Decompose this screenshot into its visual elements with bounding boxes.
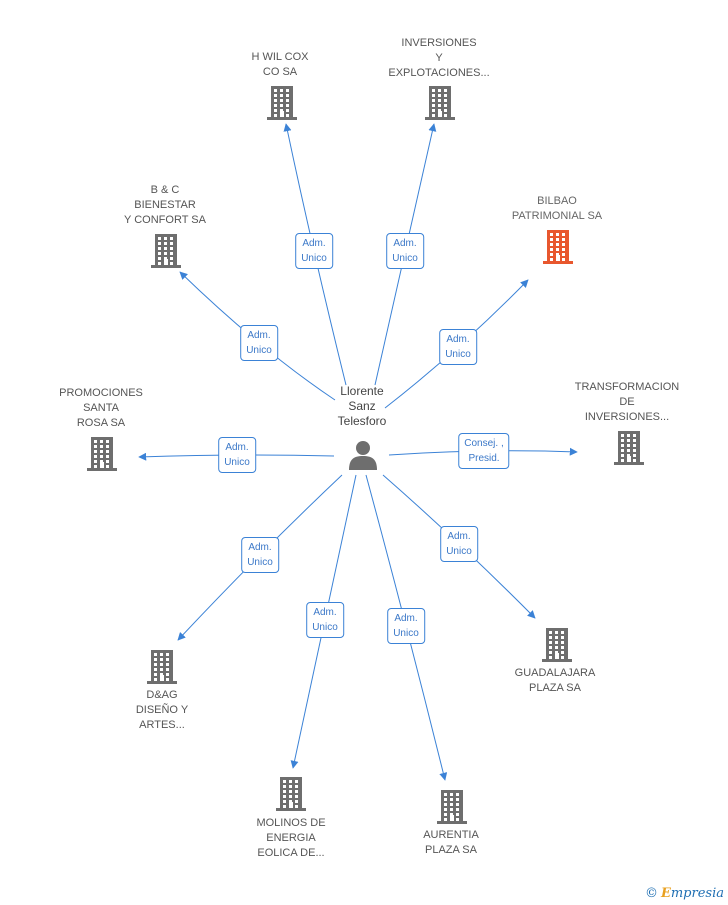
relation-role-line: Adm.: [247, 330, 271, 341]
brand-name: mpresia: [670, 886, 724, 901]
relation-role-line: Adm.: [394, 613, 418, 624]
company-name-line: TRANSFORMACION: [574, 381, 680, 393]
center-person-name[interactable]: Llorente Sanz Telesforo: [338, 384, 387, 429]
building-icon[interactable]: [267, 86, 297, 120]
relation-role-line: Adm.: [447, 531, 471, 542]
building-icon[interactable]: [425, 86, 455, 120]
relation-role-line: Unico: [392, 253, 418, 264]
company-name-dag[interactable]: D&AG DISEÑO Y ARTES...: [136, 688, 188, 733]
relation-role-line: Adm.: [302, 238, 326, 249]
relation-role-line: Adm.: [313, 607, 337, 618]
company-name-line: SANTA: [83, 402, 119, 414]
company-name-promociones[interactable]: PROMOCIONES SANTA ROSA SA: [59, 386, 143, 431]
company-name-line: EXPLOTACIONES...: [388, 67, 490, 79]
company-name-line: BILBAO: [537, 195, 577, 207]
company-name-inversiones[interactable]: INVERSIONES Y EXPLOTACIONES...: [388, 36, 489, 81]
company-name-line: PROMOCIONES: [59, 387, 143, 399]
center-name-line: Sanz: [348, 399, 376, 413]
company-name-bilbao[interactable]: BILBAO PATRIMONIAL SA: [512, 194, 602, 224]
relation-role-line: Unico: [246, 345, 272, 356]
building-icon[interactable]: [151, 234, 181, 268]
company-name-byc[interactable]: B & C BIENESTAR Y CONFORT SA: [124, 183, 206, 228]
buildings-layer: [87, 86, 644, 824]
company-name-line: EOLICA DE...: [257, 847, 325, 859]
relation-role-line: Unico: [393, 628, 419, 639]
company-name-line: AURENTIA: [423, 829, 479, 841]
building-icon[interactable]: [87, 437, 117, 471]
company-name-aurentia[interactable]: AURENTIA PLAZA SA: [423, 828, 479, 858]
company-name-line: ARTES...: [139, 719, 185, 731]
person-icon[interactable]: [348, 440, 378, 470]
company-name-line: PLAZA SA: [529, 682, 581, 694]
company-name-line: D&AG: [146, 689, 178, 701]
relation-role-badge[interactable]: Adm. Unico: [241, 537, 279, 573]
company-name-transformacion[interactable]: TRANSFORMACION DE INVERSIONES...: [575, 380, 680, 425]
company-name-line: DISEÑO Y: [135, 704, 189, 716]
company-name-line: PLAZA SA: [425, 844, 477, 856]
relation-role-line: Adm.: [393, 238, 417, 249]
company-name-line: H WIL COX: [251, 51, 309, 63]
copyright-symbol: ©: [644, 886, 658, 901]
company-name-line: INVERSIONES: [401, 37, 477, 49]
relation-role-badge[interactable]: Adm. Unico: [240, 325, 278, 361]
company-name-line: MOLINOS DE: [256, 817, 326, 829]
company-name-line: Y CONFORT SA: [124, 214, 206, 226]
relation-role-line: Unico: [247, 557, 273, 568]
relation-role-line: Unico: [312, 622, 338, 633]
company-name-line: BIENESTAR: [134, 199, 196, 211]
relation-role-line: Unico: [224, 457, 250, 468]
company-name-guadalajara[interactable]: GUADALAJARA PLAZA SA: [515, 666, 596, 696]
relation-role-badge[interactable]: Adm. Unico: [439, 329, 477, 365]
building-icon[interactable]: [614, 431, 644, 465]
relation-role-line: Adm.: [225, 442, 249, 453]
relation-role-line: Adm.: [248, 542, 272, 553]
relation-role-line: Consej. ,: [464, 438, 504, 449]
company-name-line: ROSA SA: [76, 417, 126, 429]
company-name-line: CO SA: [262, 66, 298, 78]
center-name-line: Llorente: [340, 384, 384, 398]
relation-role-badge[interactable]: Adm. Unico: [440, 526, 478, 562]
relation-role-badge[interactable]: Adm. Unico: [386, 233, 424, 269]
relation-role-badge[interactable]: Consej. , Presid.: [458, 433, 510, 469]
relation-role-badge[interactable]: Adm. Unico: [387, 608, 425, 644]
center-name-line: Telesforo: [337, 414, 387, 428]
building-icon[interactable]: [542, 628, 572, 662]
company-name-line: B & C: [150, 184, 180, 196]
building-icon[interactable]: [147, 650, 177, 684]
footer-brand: ©Empresia: [645, 886, 724, 901]
relation-role-line: Unico: [301, 253, 327, 264]
company-name-line: PATRIMONIAL SA: [511, 210, 603, 222]
company-name-hwilcox[interactable]: H WIL COX CO SA: [251, 50, 308, 80]
company-name-line: DE: [619, 396, 635, 408]
building-icon[interactable]: [437, 790, 467, 824]
relation-role-line: Unico: [446, 546, 472, 557]
company-name-line: Y: [435, 52, 443, 64]
relation-role-line: Unico: [445, 349, 471, 360]
building-icon[interactable]: [276, 777, 306, 811]
brand-initial: E: [660, 886, 671, 901]
company-name-molinos[interactable]: MOLINOS DE ENERGIA EOLICA DE...: [256, 816, 325, 861]
relation-role-line: Adm.: [446, 334, 470, 345]
company-name-line: ENERGIA: [266, 832, 316, 844]
relation-role-line: Presid.: [468, 453, 500, 464]
relation-role-badge[interactable]: Adm. Unico: [295, 233, 333, 269]
relation-role-badge[interactable]: Adm. Unico: [218, 437, 256, 473]
relation-role-badge[interactable]: Adm. Unico: [306, 602, 344, 638]
building-icon[interactable]: [543, 230, 573, 264]
company-name-line: GUADALAJARA: [514, 667, 596, 679]
company-name-line: INVERSIONES...: [584, 411, 670, 423]
